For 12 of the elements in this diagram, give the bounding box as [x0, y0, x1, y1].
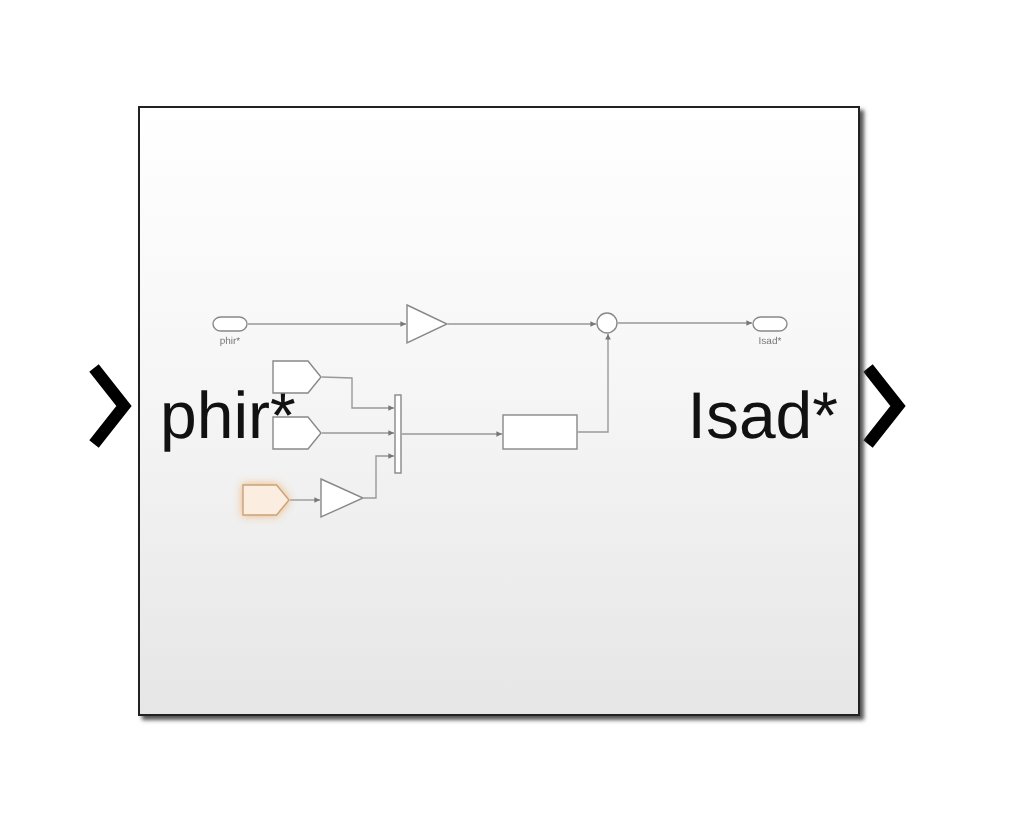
signal-line — [447, 321, 597, 327]
signal-line — [321, 430, 395, 436]
signal-line — [247, 321, 407, 327]
signal-line — [321, 376, 395, 411]
subsystem-block — [138, 106, 860, 716]
signal-line — [401, 431, 503, 437]
port-label: Isad* — [687, 382, 838, 448]
signal-line — [363, 453, 395, 499]
port-label: phir* — [160, 382, 296, 448]
signal-line — [617, 320, 753, 326]
signal-line — [577, 333, 611, 433]
signal-line — [289, 497, 321, 503]
